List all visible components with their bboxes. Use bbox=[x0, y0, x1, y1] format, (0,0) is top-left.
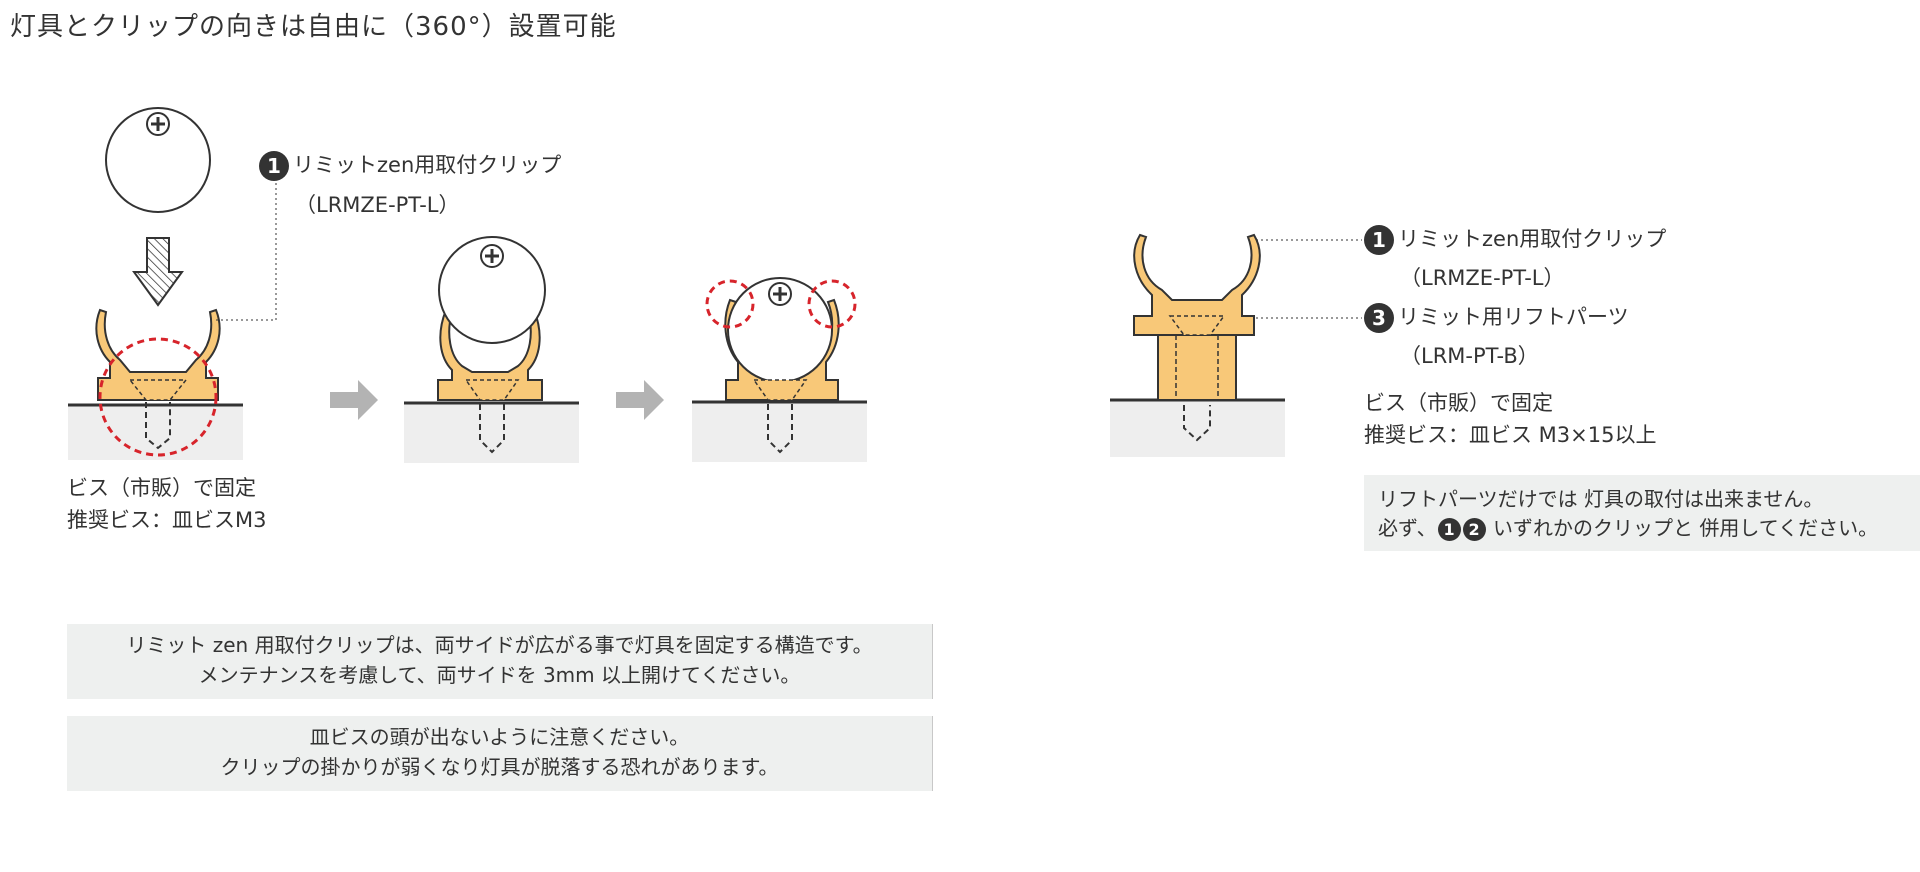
mount-surface bbox=[68, 405, 243, 460]
note-box: 皿ビスの頭が出ないように注意ください。 クリップの掛かりが弱くなり灯具が脱落する… bbox=[67, 716, 933, 791]
note-line2: メンテナンスを考慮して、両サイドを 3mm 以上開けてください。 bbox=[198, 663, 801, 687]
luminaire-circle bbox=[438, 236, 546, 344]
note-line2: クリップの掛かりが弱くなり灯具が脱落する恐れがあります。 bbox=[220, 755, 779, 779]
note-line1: 皿ビスの頭が出ないように注意ください。 bbox=[309, 725, 690, 749]
page-title: 灯具とクリップの向きは自由に（360°）設置可能 bbox=[10, 12, 617, 42]
lift-callout-code: （LRM-PT-B） bbox=[1400, 344, 1539, 368]
callout-number-badge: 1 bbox=[259, 151, 289, 181]
mount-surface bbox=[404, 403, 579, 463]
screw-note-line1: ビス（市販）で固定 bbox=[67, 476, 256, 500]
highlight-circle bbox=[705, 279, 755, 329]
note-box: リミット zen 用取付クリップは、両サイドが広がる事で灯具を固定する構造です。… bbox=[67, 624, 933, 699]
clip-shape bbox=[95, 308, 221, 401]
screw-head-icon bbox=[768, 282, 792, 306]
screw-note-line2: 推奨ビス：皿ビスM3 bbox=[67, 508, 267, 532]
number-badge: 1 bbox=[1437, 518, 1461, 541]
step-arrow-icon bbox=[616, 380, 664, 420]
callout-name: リミットzen用取付クリップ bbox=[1398, 227, 1667, 251]
highlight-circle bbox=[807, 279, 857, 329]
callout-number-badge: 1 bbox=[1364, 225, 1394, 255]
clip-callout-code: （LRMZE-PT-L） bbox=[1400, 266, 1565, 290]
clip-callout-code: （LRMZE-PT-L） bbox=[295, 193, 460, 217]
step-arrow-icon bbox=[330, 380, 378, 420]
screw-head-icon bbox=[146, 112, 170, 136]
callout-name: リミットzen用取付クリップ bbox=[293, 153, 562, 177]
mount-surface bbox=[692, 402, 867, 462]
screw-head-icon bbox=[480, 244, 504, 268]
leader-line bbox=[216, 180, 277, 321]
number-badge: 2 bbox=[1462, 518, 1486, 541]
lift-part-shape bbox=[1157, 334, 1237, 401]
highlight-circle bbox=[98, 337, 218, 457]
screw-note-line1: ビス（市販）で固定 bbox=[1364, 391, 1553, 415]
down-arrow-icon bbox=[132, 237, 184, 307]
callout-number-badge: 3 bbox=[1364, 303, 1394, 333]
mount-surface bbox=[1110, 400, 1285, 457]
warning-line1: リフトパーツだけでは 灯具の取付は出来ません。 bbox=[1378, 487, 1824, 511]
callout-name: リミット用リフトパーツ bbox=[1398, 305, 1629, 329]
luminaire-circle bbox=[105, 107, 211, 213]
screw-note-line2: 推奨ビス：皿ビス M3×15以上 bbox=[1364, 423, 1657, 447]
note-line1: リミット zen 用取付クリップは、両サイドが広がる事で灯具を固定する構造です。 bbox=[126, 633, 873, 657]
